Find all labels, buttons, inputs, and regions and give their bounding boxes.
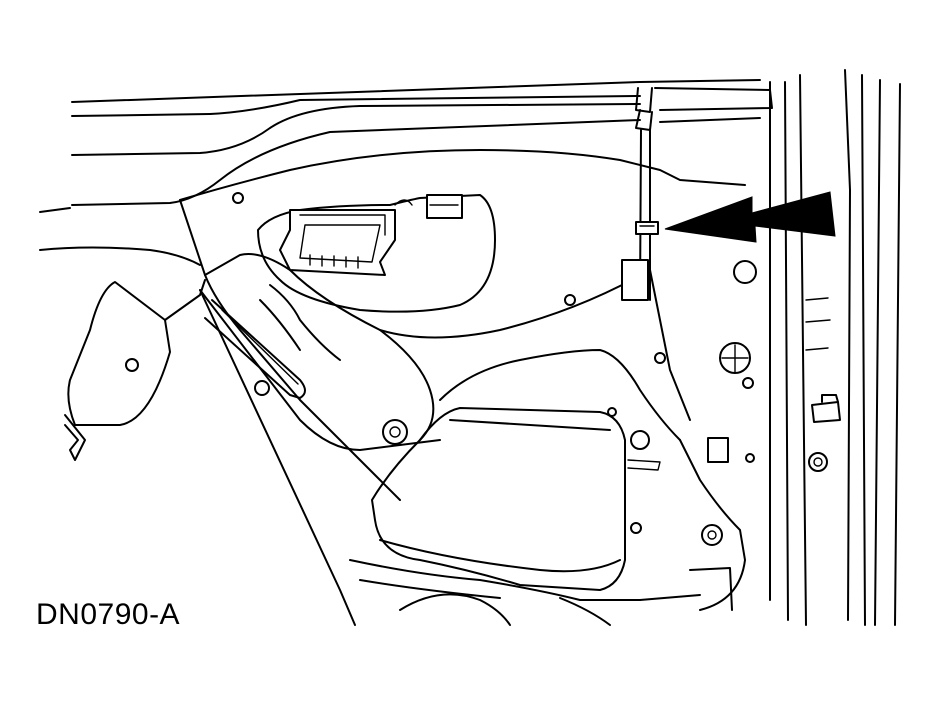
- latch-module: [257, 194, 496, 313]
- access-opening: [349, 407, 733, 626]
- regulator-slot: [204, 284, 341, 399]
- inner-panel: [179, 149, 746, 626]
- indicator-arrow: [664, 191, 836, 243]
- mounting-holes: [232, 192, 757, 546]
- window-frame: [71, 79, 773, 601]
- mirror-bracket: [39, 207, 206, 461]
- door-pillar: [784, 69, 901, 626]
- lock-rod: [621, 87, 659, 301]
- figure-code: DN0790-A: [36, 598, 181, 631]
